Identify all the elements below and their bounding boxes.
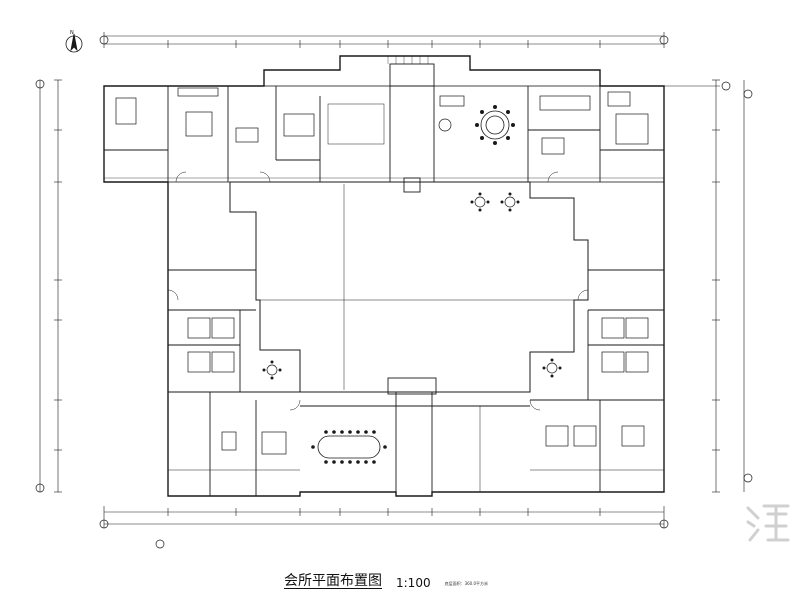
drawing-scale: 1:100 [396, 576, 431, 590]
watermark-logo [746, 504, 790, 542]
conference-table [311, 430, 387, 464]
courtyard [229, 181, 589, 393]
east-wing-rooms [530, 269, 664, 492]
axis-bubbles [35, 35, 753, 549]
office-furniture [115, 87, 649, 155]
area-note: 底层面积：360.0平方米 [444, 581, 489, 586]
top-dimension-line [103, 32, 665, 48]
drawing-caption: 会所平面布置图 1:100 底层面积：360.0平方米 [284, 568, 488, 590]
north-arrow-icon [65, 33, 83, 53]
table-sets [262, 118, 562, 380]
left-dimension-line [39, 79, 62, 493]
guest-room-beds [187, 317, 649, 455]
bottom-dimension-line [103, 506, 665, 528]
door-swings [167, 171, 589, 411]
round-dining-table [475, 105, 515, 145]
west-wing-rooms [168, 269, 300, 496]
stair-hatching [387, 56, 429, 64]
right-dimension-line [664, 79, 745, 493]
north-label: N [70, 30, 74, 36]
south-wing-rooms [300, 377, 530, 492]
drawing-title: 会所平面布置图 [284, 573, 382, 589]
